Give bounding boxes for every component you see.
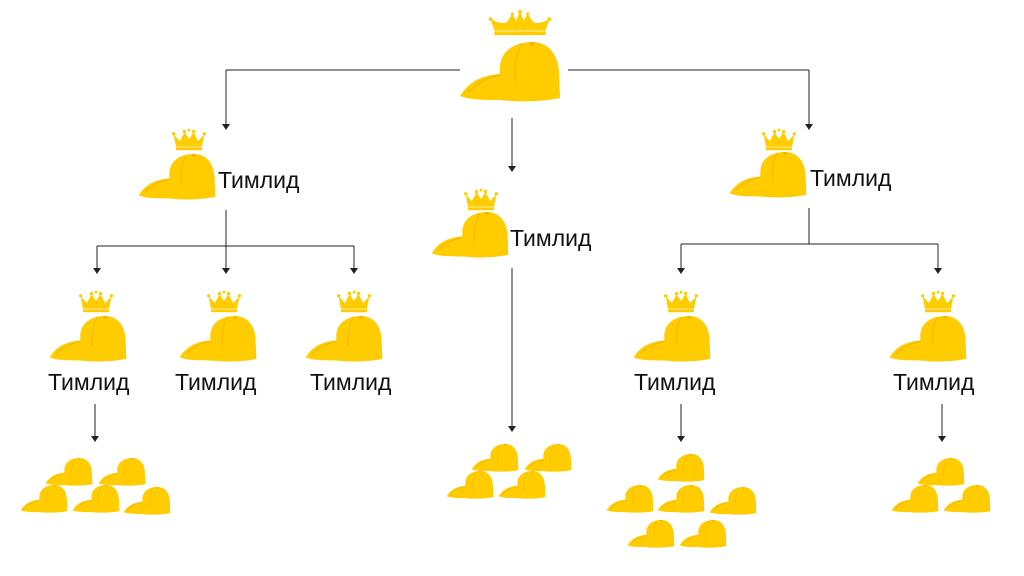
cap-icon — [633, 316, 711, 362]
cap-icon — [20, 485, 68, 513]
cap-icon — [431, 212, 509, 258]
crown-icon — [762, 128, 796, 151]
cap-icon — [524, 444, 572, 472]
lead-middle-label: Тимлид — [510, 225, 592, 251]
lead-ll1-label: Тимлид — [48, 369, 130, 395]
lead-rl2-label: Тимлид — [893, 369, 975, 395]
cap-icon — [889, 316, 967, 362]
cap-icon — [943, 485, 991, 513]
cap-icon — [606, 485, 654, 513]
cap-icon — [917, 458, 965, 486]
lead-right-label: Тимлид — [810, 165, 892, 191]
cap-icon — [72, 485, 120, 513]
edge-lead-left-to-sublead — [93, 210, 358, 274]
crown-icon — [172, 128, 206, 151]
cap-icon — [305, 316, 383, 362]
team-rl2 — [891, 458, 991, 513]
crown-icon — [337, 290, 371, 313]
team-rl1 — [606, 454, 757, 548]
cap-icon — [498, 471, 546, 499]
node-lead-rl1 — [633, 290, 711, 362]
edge-lead-right-to-sublead — [677, 208, 942, 274]
edge-lead-ll1-to-team — [91, 404, 99, 442]
crown-icon — [488, 9, 552, 36]
lead-rl1-label: Тимлид — [634, 369, 716, 395]
cap-icon — [98, 458, 146, 486]
cap-icon — [446, 471, 494, 499]
node-lead-ll2 — [179, 290, 257, 362]
cap-icon — [138, 154, 216, 200]
edge-lead-rl2-to-team — [938, 404, 946, 442]
cap-icon — [471, 444, 519, 472]
cap-icon — [657, 485, 705, 513]
node-lead-left — [138, 128, 216, 200]
cap-icon — [179, 316, 257, 362]
lead-left-label: Тимлид — [218, 167, 300, 193]
lead-ll3-label: Тимлид — [310, 369, 392, 395]
crown-icon — [921, 290, 955, 313]
edge-root-to-lead-right — [568, 69, 813, 130]
team-middle — [446, 444, 572, 499]
cap-icon — [679, 520, 727, 548]
cap-icon — [729, 152, 807, 198]
cap-icon — [657, 454, 705, 482]
crown-icon — [664, 290, 698, 313]
cap-icon — [123, 487, 171, 515]
edge-lead-middle-to-team — [508, 268, 516, 432]
cap-icon — [45, 458, 93, 486]
cap-icon — [891, 485, 939, 513]
node-lead-right — [729, 128, 807, 198]
edge-lead-rl1-to-team — [677, 404, 685, 442]
cap-icon — [627, 520, 675, 548]
lead-ll2-label: Тимлид — [175, 369, 257, 395]
crown-icon — [79, 290, 113, 313]
node-lead-ll3 — [305, 290, 383, 362]
cap-icon — [459, 42, 561, 102]
node-root — [459, 9, 561, 102]
node-lead-ll1 — [49, 290, 127, 362]
team-ll1 — [20, 458, 171, 515]
edge-root-to-lead-left — [222, 69, 460, 130]
node-lead-rl2 — [889, 290, 967, 362]
crown-icon — [207, 290, 241, 313]
crown-icon — [464, 188, 498, 211]
connectors — [91, 69, 946, 442]
node-lead-middle — [431, 188, 509, 258]
cap-icon — [709, 487, 757, 515]
cap-icon — [49, 316, 127, 362]
edge-root-to-lead-middle — [508, 118, 516, 172]
